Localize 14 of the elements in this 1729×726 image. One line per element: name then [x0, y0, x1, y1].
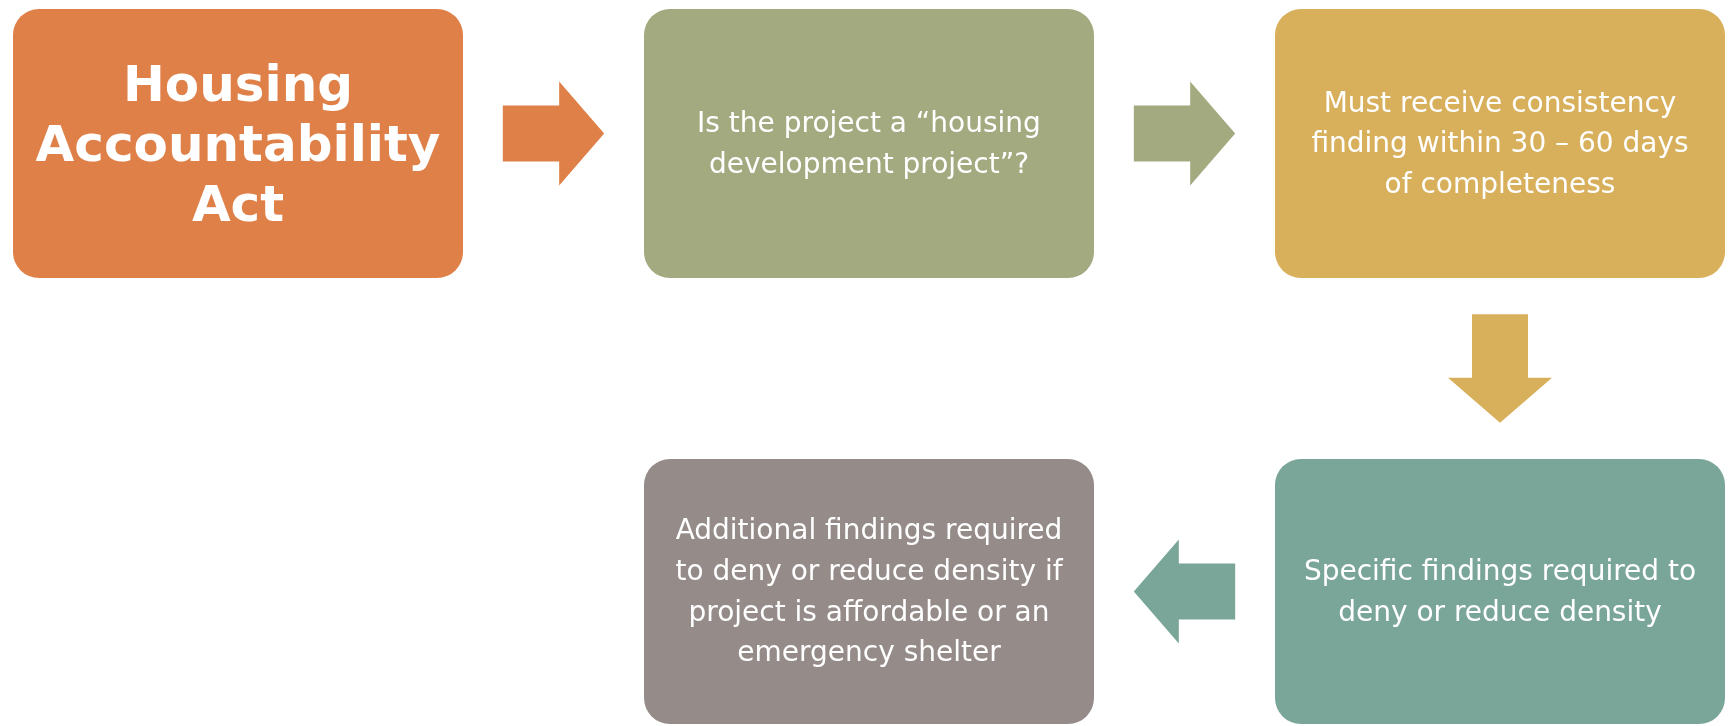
step-text: Is the project a “housing development project”?	[696, 104, 1042, 182]
block-arrow	[1448, 314, 1552, 423]
process-box	[1275, 9, 1725, 278]
step-text: Specific findings required to deny or reduce density	[1302, 552, 1698, 630]
step-text: Must receive consistency finding within 30 – 60 days of completeness	[1310, 84, 1690, 202]
block-arrow	[1133, 539, 1236, 644]
title-text: Housing Accountability Act	[35, 53, 441, 234]
block-arrow	[1133, 81, 1236, 186]
block-arrow	[502, 81, 605, 186]
process-box	[644, 9, 1094, 278]
process-box	[644, 459, 1094, 724]
step-text: Additional findings required to deny or reduce density if project is affordable or an emergency shelter	[674, 512, 1064, 671]
process-box	[13, 9, 463, 278]
process-box	[1275, 459, 1725, 724]
